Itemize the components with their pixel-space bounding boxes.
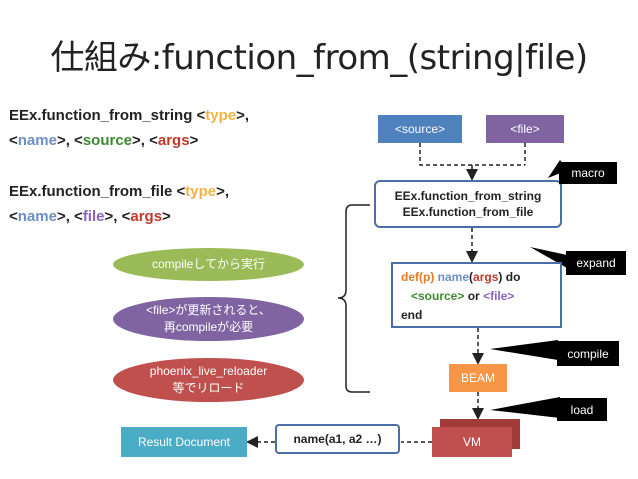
code-line-4: <name>, <file>, <args>	[9, 208, 171, 225]
code-line-2: <name>, <source>, <args>	[9, 132, 199, 149]
vm-box: VM	[432, 427, 512, 457]
result-document-box: Result Document	[121, 427, 247, 457]
code-args: args	[130, 208, 163, 225]
fn-string-label: EEx.function_from_string	[394, 189, 542, 203]
beam-box: BEAM	[449, 364, 507, 392]
code-line-3: EEx.function_from_file <type>,	[9, 183, 230, 200]
eex-function-box: EEx.function_from_string EEx.function_fr…	[374, 180, 562, 228]
connector-source-down	[419, 143, 525, 166]
code-source: source	[82, 132, 133, 149]
code-args: args	[157, 132, 190, 149]
code-name: name	[17, 132, 57, 149]
def-code-box: def(p) name(args) do <source> or <file> …	[391, 262, 562, 328]
code-type: type	[205, 107, 237, 124]
load-pointer	[490, 397, 560, 418]
def-line-3: end	[401, 308, 423, 322]
brace	[337, 204, 370, 393]
def-line-1: def(p) name(args) do	[401, 270, 521, 284]
code-name: name	[17, 208, 57, 225]
compile-pointer	[490, 340, 558, 360]
label-macro: macro	[559, 162, 617, 184]
function-call-box: name(a1, a2 …)	[275, 424, 400, 454]
source-box: <source>	[378, 115, 462, 143]
code-function-from-string: EEx.function_from_string <type>, <name>,…	[9, 103, 249, 153]
bubble-file-recompile: <file>が更新されると、 再compileが必要	[113, 297, 304, 341]
bubble-live-reloader: phoenix_live_reloader 等でリロード	[113, 358, 304, 402]
page-title: 仕組み:function_from_(string|file)	[50, 38, 588, 78]
code-line-1: EEx.function_from_string <type>,	[9, 107, 250, 124]
def-line-2: <source> or <file>	[411, 289, 515, 303]
code-file: file	[82, 208, 105, 225]
code-function-from-file: EEx.function_from_file <type>, <name>, <…	[9, 179, 229, 229]
bubble-compile-then-run: compileしてから実行	[113, 248, 304, 281]
label-expand: expand	[566, 251, 626, 275]
fn-file-label: EEx.function_from_file	[402, 205, 534, 219]
code-type: type	[185, 183, 217, 200]
file-box: <file>	[486, 115, 564, 143]
label-load: load	[557, 398, 607, 421]
label-compile: compile	[557, 341, 619, 366]
